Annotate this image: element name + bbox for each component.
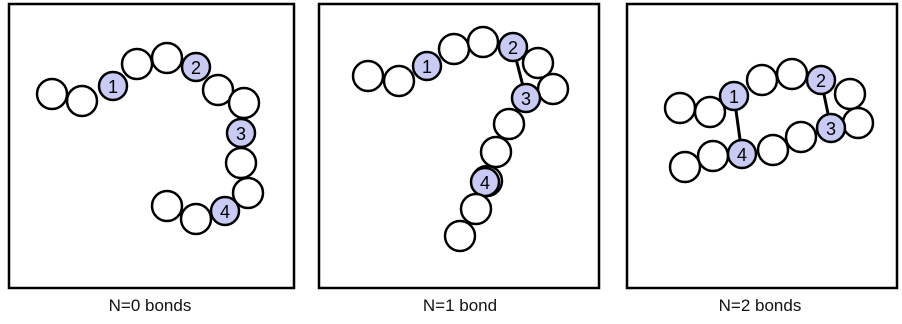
bead-labeled bbox=[510, 82, 542, 114]
bead bbox=[224, 146, 258, 180]
panel-caption: N=0 bonds bbox=[108, 296, 192, 315]
bead-labeled bbox=[97, 70, 129, 102]
bead-labeled bbox=[497, 31, 529, 63]
bead bbox=[35, 77, 69, 111]
bead bbox=[756, 133, 790, 167]
bead-label: 1 bbox=[422, 57, 432, 77]
bead-label: 4 bbox=[220, 202, 230, 222]
bead bbox=[521, 46, 555, 80]
bead bbox=[120, 47, 154, 81]
panel-n0: 1 2 3 4 N=0 bonds bbox=[0, 0, 300, 324]
bead-label: 1 bbox=[108, 77, 118, 97]
bead bbox=[775, 57, 809, 91]
bead bbox=[745, 63, 779, 97]
bead bbox=[179, 202, 213, 236]
bead-label: 3 bbox=[521, 89, 531, 109]
bead bbox=[443, 219, 477, 253]
panel-n1: 1 2 3 4 N=1 bond bbox=[310, 0, 610, 324]
bead bbox=[492, 107, 526, 141]
bead bbox=[536, 72, 570, 106]
panel-frame bbox=[317, 2, 601, 290]
bead bbox=[459, 192, 493, 226]
bead-label: 3 bbox=[826, 119, 836, 139]
polymer-diagram-n0: 1 2 3 4 bbox=[7, 2, 296, 290]
bead bbox=[150, 189, 184, 223]
bead-label: 4 bbox=[480, 173, 490, 193]
panel-caption: N=1 bond bbox=[422, 296, 498, 315]
panel-caption: N=2 bonds bbox=[718, 296, 802, 315]
bead-label: 4 bbox=[737, 145, 747, 165]
bead bbox=[663, 91, 697, 125]
bead-label: 2 bbox=[508, 38, 518, 58]
bead bbox=[784, 120, 818, 154]
polymer-diagram-n2: 1 2 3 4 bbox=[625, 2, 899, 290]
bead bbox=[227, 86, 261, 120]
bead bbox=[833, 77, 867, 111]
polymer-diagram-n1: 1 2 3 4 bbox=[317, 2, 601, 290]
bead-labeled bbox=[718, 80, 750, 112]
bead bbox=[437, 32, 471, 66]
bead-labeled bbox=[411, 50, 443, 82]
bead-labeled bbox=[180, 51, 212, 83]
bead-label: 1 bbox=[729, 87, 739, 107]
bead-labeled bbox=[805, 64, 837, 96]
bead bbox=[382, 64, 416, 98]
bead bbox=[351, 59, 385, 93]
bead bbox=[231, 176, 265, 210]
bead-label: 2 bbox=[191, 58, 201, 78]
bead bbox=[65, 84, 99, 118]
bead-label: 2 bbox=[816, 71, 826, 91]
bead bbox=[201, 73, 235, 107]
bead-label: 3 bbox=[236, 124, 246, 144]
bead bbox=[150, 41, 184, 75]
bead bbox=[479, 135, 513, 169]
bead-labeled bbox=[209, 195, 241, 227]
panel-frame bbox=[7, 2, 296, 290]
bead bbox=[696, 139, 730, 173]
bead bbox=[841, 106, 875, 140]
panel-n2: 1 2 3 4 N=2 bonds bbox=[618, 0, 902, 324]
bead bbox=[693, 95, 727, 129]
bead-labeled bbox=[815, 112, 847, 144]
bead bbox=[466, 25, 500, 59]
panel-frame bbox=[625, 2, 899, 290]
bead bbox=[668, 150, 702, 184]
bead-labeled bbox=[726, 138, 758, 170]
